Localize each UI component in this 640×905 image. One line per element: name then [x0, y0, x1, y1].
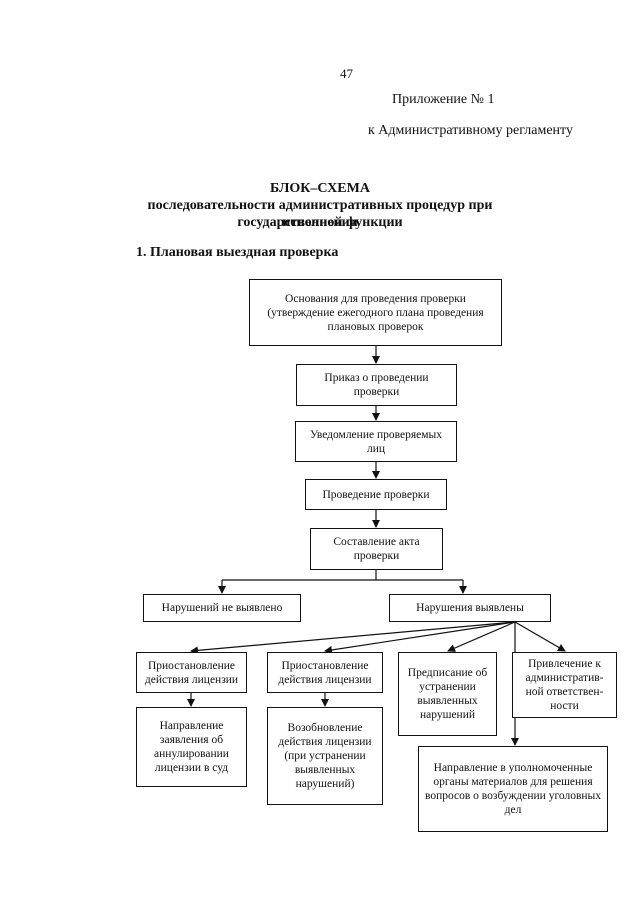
box-order: Приказ о проведении проверки	[296, 364, 457, 406]
box-annul-license: Направление заявления об аннулировании л…	[136, 707, 247, 787]
box-criminal-referral: Направление в уполномоченные органы мате…	[418, 746, 608, 832]
box-suspend-license-1: Приостановление действия лицензии	[136, 652, 247, 693]
doc-subtitle-line1: последовательности административных проц…	[147, 198, 493, 230]
box-inspection: Проведение проверки	[305, 479, 447, 510]
box-act: Составление акта проверки	[310, 528, 443, 570]
page-number: 47	[340, 66, 353, 81]
arrow-to-prescription	[447, 621, 516, 652]
doc-subtitle-line2: государственной функции	[237, 215, 403, 230]
box-liability: Привлечение к административ-ной ответств…	[512, 652, 617, 718]
doc-title: БЛОК–СХЕМА	[270, 181, 370, 196]
box-prescription: Предписание об устранении выявленных нар…	[398, 652, 497, 736]
appendix-reference: к Административному регламенту	[368, 123, 573, 138]
appendix-label: Приложение № 1	[392, 92, 495, 107]
box-basis: Основания для проведения проверки (утвер…	[249, 279, 502, 346]
box-violations: Нарушения выявлены	[389, 594, 551, 622]
box-no-violations: Нарушений не выявлено	[143, 594, 301, 622]
arrow-to-suspend2	[324, 621, 516, 654]
section-heading: 1. Плановая выездная проверка	[136, 245, 339, 260]
arrow-to-liability	[514, 621, 566, 652]
box-suspend-license-2: Приостановление действия лицензии	[267, 652, 383, 693]
box-resume-license: Возобновление действия лицензии (при уст…	[267, 707, 383, 805]
box-notice: Уведомление проверяемых лиц	[295, 421, 457, 462]
arrow-to-suspend1	[190, 621, 516, 655]
